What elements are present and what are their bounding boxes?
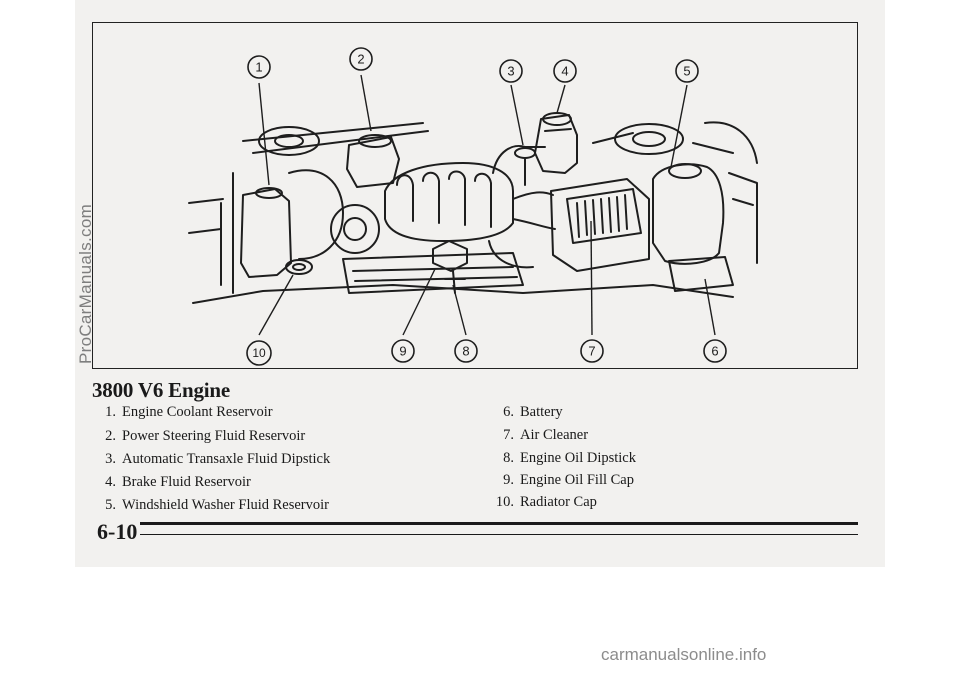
callout-7: 7 bbox=[588, 344, 595, 359]
callout-5: 5 bbox=[683, 64, 690, 79]
page-number: 6-10 bbox=[97, 519, 138, 544]
legend-item: 4.Brake Fluid Reservoir bbox=[105, 474, 251, 490]
callout-9: 9 bbox=[399, 344, 406, 359]
callout-8: 8 bbox=[462, 344, 469, 359]
legend-item: 10.Radiator Cap bbox=[495, 494, 597, 510]
callout-3: 3 bbox=[507, 64, 514, 79]
section-heading: 3800 V6 Engine bbox=[92, 378, 231, 402]
bottom-watermark: carmanualsonline.info bbox=[601, 645, 767, 664]
legend-item: 5.Windshield Washer Fluid Reservoir bbox=[105, 497, 329, 513]
legend-item: 9.Engine Oil Fill Cap bbox=[503, 472, 634, 488]
footer-rule-thick bbox=[140, 522, 858, 525]
callout-6: 6 bbox=[711, 344, 718, 359]
legend-item: 8.Engine Oil Dipstick bbox=[503, 450, 636, 466]
callout-1: 1 bbox=[255, 60, 262, 75]
callout-2: 2 bbox=[357, 52, 364, 67]
callout-10: 10 bbox=[252, 346, 266, 360]
legend-item: 1.Engine Coolant Reservoir bbox=[105, 404, 273, 420]
callout-4: 4 bbox=[561, 64, 568, 79]
footer-rule-thin bbox=[140, 534, 858, 535]
legend-item: 6.Battery bbox=[503, 404, 563, 420]
engine-illustration: 1 2 3 4 5 6 7 8 9 10 bbox=[188, 47, 758, 366]
side-watermark: ProCarManuals.com bbox=[76, 203, 95, 364]
engine-diagram: 1 2 3 4 5 6 7 8 9 10 bbox=[92, 22, 858, 369]
legend-item: 7.Air Cleaner bbox=[503, 427, 589, 443]
legend-item: 2.Power Steering Fluid Reservoir bbox=[105, 428, 306, 444]
legend-item: 3.Automatic Transaxle Fluid Dipstick bbox=[105, 451, 331, 467]
